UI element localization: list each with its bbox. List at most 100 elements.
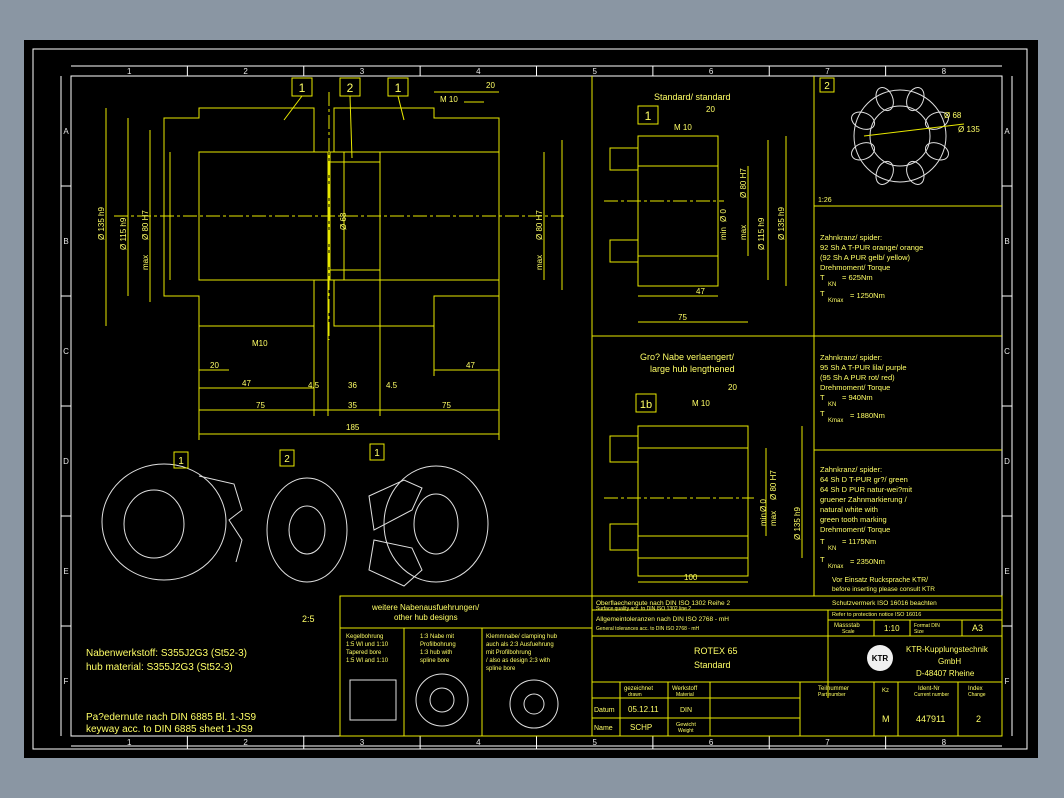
dim-20-bottom: 20 bbox=[210, 361, 219, 370]
outer-frame bbox=[32, 48, 1028, 750]
spider-balloon: 2 bbox=[824, 81, 830, 92]
spec3-l6: Drehmoment/ Torque bbox=[820, 525, 890, 534]
tol-de: Allgemeintoleranzen nach DIN ISO 2768 - … bbox=[596, 616, 729, 623]
spider-scale: 1:26 bbox=[818, 197, 832, 204]
zone-col-label: 5 bbox=[592, 67, 597, 76]
dim-d80max: Ø 80 H7 bbox=[141, 210, 150, 240]
spider-tooth bbox=[875, 160, 894, 185]
spider-tooth bbox=[851, 142, 876, 161]
format-label: Format DIN bbox=[914, 623, 940, 629]
date-value: 05.12.11 bbox=[628, 705, 659, 714]
spec2-kmax: Kmax bbox=[828, 418, 843, 424]
spider-tooth bbox=[875, 87, 894, 112]
v3-l2: mit Profilbohrung bbox=[486, 650, 531, 656]
v1-l1: 1:5 Wl und 1:10 bbox=[346, 642, 389, 648]
large-dim-m10: M 10 bbox=[692, 399, 710, 408]
spec1-tkn: = 625Nm bbox=[842, 273, 873, 282]
spider-tooth bbox=[924, 142, 949, 161]
v3-l4: spline bore bbox=[486, 666, 516, 672]
main-section-view: 1 2 1 Ø 135 h9 Ø 115 h9 max Ø 80 H7 Ø 68… bbox=[97, 77, 564, 440]
zone-col-label: 6 bbox=[709, 738, 714, 747]
zone-col-label: 2 bbox=[243, 67, 248, 76]
dim-max: max bbox=[141, 255, 150, 270]
balloon-1-left: 1 bbox=[299, 81, 306, 95]
dim-47-right: 47 bbox=[466, 361, 475, 370]
spider-tooth bbox=[851, 111, 876, 130]
tol-en: General tolerances acc. to DIN ISO 2768 … bbox=[596, 626, 699, 632]
zone-row-label: F bbox=[64, 677, 69, 686]
spec2-tkmax: = 1880Nm bbox=[850, 411, 885, 420]
spec2-l1: 95 Sh A T-PUR lila/ purple bbox=[820, 363, 907, 372]
hub-designs-box: weitere Nabenausfuehrungen/ other hub de… bbox=[339, 595, 593, 737]
keyway-de: Pa?edernute nach DIN 6885 Bl. 1-JS9 bbox=[86, 712, 257, 723]
zone-row-label: D bbox=[63, 457, 69, 466]
spider-tooth bbox=[924, 111, 949, 130]
title-line2: Standard bbox=[694, 660, 731, 670]
iso-scale: 2:5 bbox=[302, 614, 315, 624]
zone-col-label: 1 bbox=[127, 738, 132, 747]
material-de: Nabenwerkstoff: S355J2G3 (St52-3) bbox=[86, 648, 247, 659]
title-block: Oberflaechengute nach DIN ISO 1302 Reihe… bbox=[591, 595, 1003, 737]
zone-row-label: A bbox=[1004, 127, 1010, 136]
v2-l3: spline bore bbox=[420, 658, 450, 664]
dim-20-top: 20 bbox=[486, 81, 495, 90]
col-drawn-en: drawn bbox=[628, 692, 642, 698]
spec3-l4: natural white with bbox=[820, 505, 878, 514]
std-dim-d135: Ø 135 h9 bbox=[777, 207, 786, 240]
dim-35: 35 bbox=[348, 401, 357, 410]
company3: D-48407 Rheine bbox=[916, 669, 975, 678]
standard-view: Standard/ standard 1 47 75 M 10 20 min Ø… bbox=[604, 92, 787, 323]
dim-d80: Ø 80 H7 bbox=[535, 210, 544, 240]
large-hub-view: Gro? Nabe verlaengert/ large hub lengthe… bbox=[604, 352, 803, 583]
col-partno: Teilnummer bbox=[818, 686, 849, 692]
dim-4.5b: 4.5 bbox=[386, 381, 398, 390]
v1-l3: 1:5 Wl and 1:10 bbox=[346, 658, 389, 664]
spec1-tkmax: = 1250Nm bbox=[850, 291, 885, 300]
zone-col-label: 8 bbox=[942, 67, 947, 76]
std-dim-d115: Ø 115 h9 bbox=[757, 217, 766, 250]
large-dim-max: max bbox=[769, 511, 778, 526]
dim-47-left: 47 bbox=[242, 379, 251, 388]
iso-balloon-1b: 1 bbox=[374, 448, 380, 459]
spec3-l1: 64 Sh D T-PUR gr?/ green bbox=[820, 475, 908, 484]
zone-col-label: 3 bbox=[360, 67, 365, 76]
spec3-l3: gruener Zahnmarkierung / bbox=[820, 495, 908, 504]
col-partno-en: Part number bbox=[818, 692, 846, 698]
large-subtitle: large hub lengthened bbox=[650, 364, 735, 374]
spider-tooth bbox=[906, 160, 925, 185]
spec3-kmax: Kmax bbox=[828, 564, 843, 570]
name-value: SCHP bbox=[630, 723, 652, 732]
title-line1: ROTEX 65 bbox=[694, 646, 738, 656]
iso-balloon-1a: 1 bbox=[178, 456, 184, 467]
col-material-en: Material bbox=[676, 692, 694, 698]
spec1-t: T bbox=[820, 273, 825, 282]
std-dim-min: min bbox=[719, 227, 728, 240]
scale-label: Massstab bbox=[834, 623, 860, 629]
std-dim-d80: Ø 80 H7 bbox=[739, 168, 748, 198]
kz-value: M bbox=[882, 714, 890, 724]
consult-de: Vor Einsatz Rucksprache KTR/ bbox=[832, 577, 928, 584]
v1-l0: Kegelbohrung bbox=[346, 634, 383, 640]
balloon-2: 2 bbox=[347, 81, 354, 95]
hub-designs-subtitle: other hub designs bbox=[394, 613, 458, 622]
spec1-kmax: Kmax bbox=[828, 298, 843, 304]
company2: GmbH bbox=[938, 657, 961, 666]
company1: KTR-Kupplungstechnik bbox=[906, 645, 989, 654]
zone-col-label: 2 bbox=[243, 738, 248, 747]
spec3-t2: T bbox=[820, 555, 825, 564]
zone-row-label: F bbox=[1005, 677, 1010, 686]
spec2-l0: Zahnkranz/ spider: bbox=[820, 353, 882, 362]
spec3-l2: 64 Sh D PUR natur-wei?mit bbox=[820, 485, 913, 494]
large-title: Gro? Nabe verlaengert/ bbox=[640, 352, 735, 362]
row-date: Datum bbox=[594, 707, 615, 714]
std-dim-max: max bbox=[739, 225, 748, 240]
v3-l0: Klemmnabe/ clamping hub bbox=[486, 634, 558, 640]
large-dim-d135: Ø 135 h9 bbox=[793, 507, 802, 540]
format-value: A3 bbox=[972, 623, 983, 633]
dim-36: 36 bbox=[348, 381, 357, 390]
spec2-t2: T bbox=[820, 409, 825, 418]
dim-75a: 75 bbox=[256, 401, 265, 410]
spec2-kn: KN bbox=[828, 402, 836, 408]
